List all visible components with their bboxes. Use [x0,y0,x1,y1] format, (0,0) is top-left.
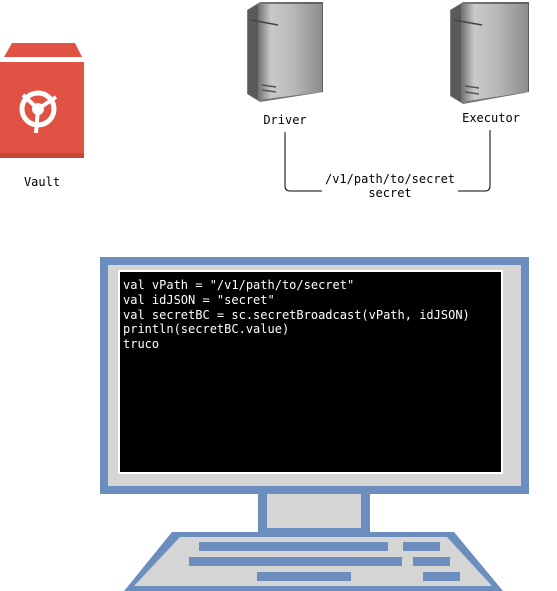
executor-label: Executor [462,111,520,125]
terminal-line: truco [123,337,160,352]
keyboard-icon [124,532,503,591]
vault-label: Vault [23,175,61,189]
executor-server-icon [450,2,529,104]
driver-server-icon [247,2,323,102]
computer-monitor-icon [100,257,529,532]
terminal-line: println(secretBC.value) [123,322,290,337]
connection-label: /v1/path/to/secret secret [310,172,470,200]
terminal-line: val idJSON = "secret" [123,292,275,307]
terminal-line: val secretBC = sc.secretBroadcast(vPath,… [123,307,470,322]
connection-secret-text: secret [368,186,412,200]
connection-path-text: /v1/path/to/secret [324,172,456,186]
driver-label: Driver [263,113,307,127]
vault-icon [0,43,84,158]
terminal-line: val vPath = "/v1/path/to/secret" [123,278,355,292]
terminal-screen: val vPath = "/v1/path/to/secret" val idJ… [123,278,498,352]
